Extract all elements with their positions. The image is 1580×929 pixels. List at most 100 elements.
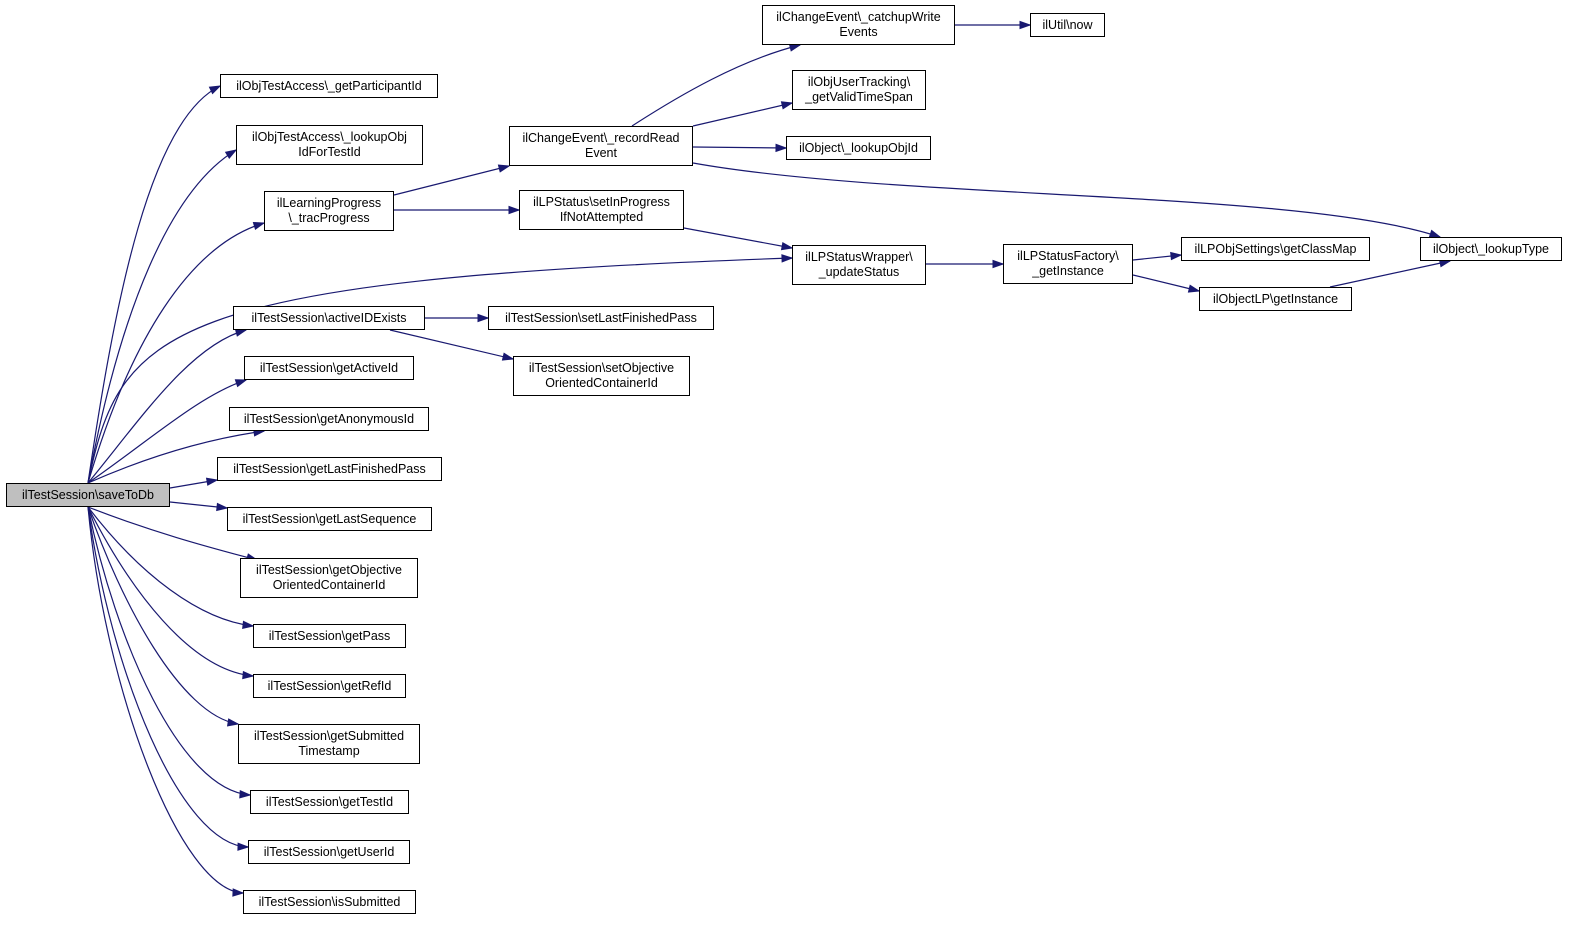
callee-node-n14[interactable]: ilTestSession\getUserId <box>248 840 410 864</box>
edge-arrowhead <box>780 241 794 251</box>
node-label-line: Events <box>839 25 878 39</box>
callee-node-n28[interactable]: ilObject\_lookupType <box>1420 237 1562 261</box>
node-label-line: ilChangeEvent\_recordRead <box>522 131 680 145</box>
callee-node-n10[interactable]: ilTestSession\getPass <box>253 624 406 648</box>
node-label-line: \_tracProgress <box>288 211 370 225</box>
edge-line <box>692 146 787 149</box>
edge-n3-to-n17 <box>394 205 521 215</box>
edge-line <box>87 149 237 484</box>
callee-node-n21[interactable]: ilObjUserTracking\_getValidTimeSpan <box>792 70 926 110</box>
edge-line <box>683 227 793 249</box>
node-label-line: ilLearningProgress <box>276 196 382 210</box>
edge-n4-to-n18 <box>425 313 490 323</box>
edge-arrowhead <box>224 149 238 160</box>
edge-line <box>87 506 254 677</box>
edge-arrowhead <box>226 718 240 727</box>
node-label-line: OrientedContainerId <box>545 376 658 390</box>
callee-node-n26[interactable]: ilLPObjSettings\getClassMap <box>1181 237 1370 261</box>
node-label-line: IfNotAttempted <box>559 210 644 224</box>
node-label-line: ilTestSession\getObjective <box>256 563 402 577</box>
edge-root-to-n8 <box>169 501 229 512</box>
callee-node-n4[interactable]: ilTestSession\activeIDExists <box>233 306 425 330</box>
edge-line <box>87 506 254 627</box>
edge-n4-to-n19 <box>389 329 515 361</box>
node-label-line: ilTestSession\getSubmitted <box>253 729 405 743</box>
edge-line <box>87 85 221 484</box>
node-label-line: ilTestSession\setLastFinishedPass <box>505 310 697 325</box>
callee-node-n5[interactable]: ilTestSession\getActiveId <box>244 356 414 380</box>
callee-node-n27[interactable]: ilObjectLP\getInstance <box>1199 287 1352 311</box>
callee-node-n18[interactable]: ilTestSession\setLastFinishedPass <box>488 306 714 330</box>
node-label-line: ilObject\_lookupObjId <box>799 140 918 155</box>
edge-arrowhead <box>775 143 788 153</box>
node-label-line: ilUtil\now <box>1042 17 1093 32</box>
callee-node-n1[interactable]: ilObjTestAccess\_getParticipantId <box>220 74 438 98</box>
edge-line <box>87 329 247 484</box>
node-label-line: ilObjectLP\getInstance <box>1212 291 1339 306</box>
edge-arrowhead <box>788 43 802 52</box>
edge-line <box>87 506 258 561</box>
edge-root-to-n7 <box>169 477 219 489</box>
edge-arrowhead <box>237 842 250 851</box>
callee-node-n25[interactable]: ilLPStatusFactory\_getInstance <box>1003 244 1133 284</box>
edge-n16-to-n21 <box>692 101 794 127</box>
edge-line <box>1132 274 1200 292</box>
edge-arrowhead <box>992 259 1005 269</box>
edge-root-to-n1 <box>87 85 222 484</box>
callee-node-n13[interactable]: ilTestSession\getTestId <box>250 790 409 814</box>
node-label-line: ilTestSession\getTestId <box>265 794 394 809</box>
node-label-line: ilTestSession\getLastFinishedPass <box>233 461 426 476</box>
callee-node-n11[interactable]: ilTestSession\getRefId <box>253 674 406 698</box>
edge-arrowhead <box>477 313 490 323</box>
edge-arrowhead <box>781 254 794 263</box>
edge-arrowhead <box>780 101 794 110</box>
node-label-line: ilTestSession\getUserId <box>263 844 395 859</box>
edge-n20-to-n24 <box>955 20 1032 30</box>
node-label-line: ilTestSession\saveToDb <box>21 487 154 502</box>
callee-node-n24[interactable]: ilUtil\now <box>1030 13 1105 37</box>
edge-arrowhead <box>216 502 229 512</box>
node-label-line: ilObjTestAccess\_getParticipantId <box>236 78 422 93</box>
edge-n25-to-n26 <box>1132 251 1183 261</box>
callee-node-n22[interactable]: ilObject\_lookupObjId <box>786 136 931 160</box>
edge-line <box>87 506 244 894</box>
callee-node-n8[interactable]: ilTestSession\getLastSequence <box>227 507 432 531</box>
node-label-line: ilTestSession\getRefId <box>267 678 392 693</box>
callee-node-n7[interactable]: ilTestSession\getLastFinishedPass <box>217 457 442 481</box>
edge-arrowhead <box>497 164 511 173</box>
edge-n16-to-n20 <box>631 43 802 127</box>
edge-arrowhead <box>1187 284 1201 293</box>
edge-line <box>87 506 239 725</box>
edge-line <box>1329 260 1451 288</box>
node-label-line: OrientedContainerId <box>272 578 386 592</box>
edge-arrowhead <box>205 477 219 486</box>
edge-line <box>87 430 265 484</box>
edge-root-to-n12 <box>87 506 240 727</box>
edge-arrowhead <box>239 790 252 799</box>
edge-arrowhead <box>1170 251 1183 261</box>
node-label-line: _getValidTimeSpan <box>805 90 913 104</box>
callee-node-n3[interactable]: ilLearningProgress\_tracProgress <box>264 191 394 231</box>
node-label-line: ilTestSession\getPass <box>268 628 391 643</box>
node-label-line: Timestamp <box>298 744 360 758</box>
edge-arrowhead <box>234 328 248 337</box>
node-label-line: ilTestSession\activeIDExists <box>251 310 407 325</box>
callee-node-n15[interactable]: ilTestSession\isSubmitted <box>243 890 416 914</box>
edge-arrowhead <box>1019 20 1032 30</box>
node-label-line: ilObject\_lookupType <box>1432 241 1550 256</box>
edge-n17-to-n23 <box>683 227 794 251</box>
callee-node-n23[interactable]: ilLPStatusWrapper\_updateStatus <box>792 245 926 285</box>
edge-n3-to-n16 <box>393 164 511 196</box>
edge-line <box>87 506 251 796</box>
callee-node-n6[interactable]: ilTestSession\getAnonymousId <box>229 407 429 431</box>
edge-arrowhead <box>508 205 521 215</box>
edge-line <box>87 506 249 848</box>
edge-arrowhead <box>234 379 248 388</box>
